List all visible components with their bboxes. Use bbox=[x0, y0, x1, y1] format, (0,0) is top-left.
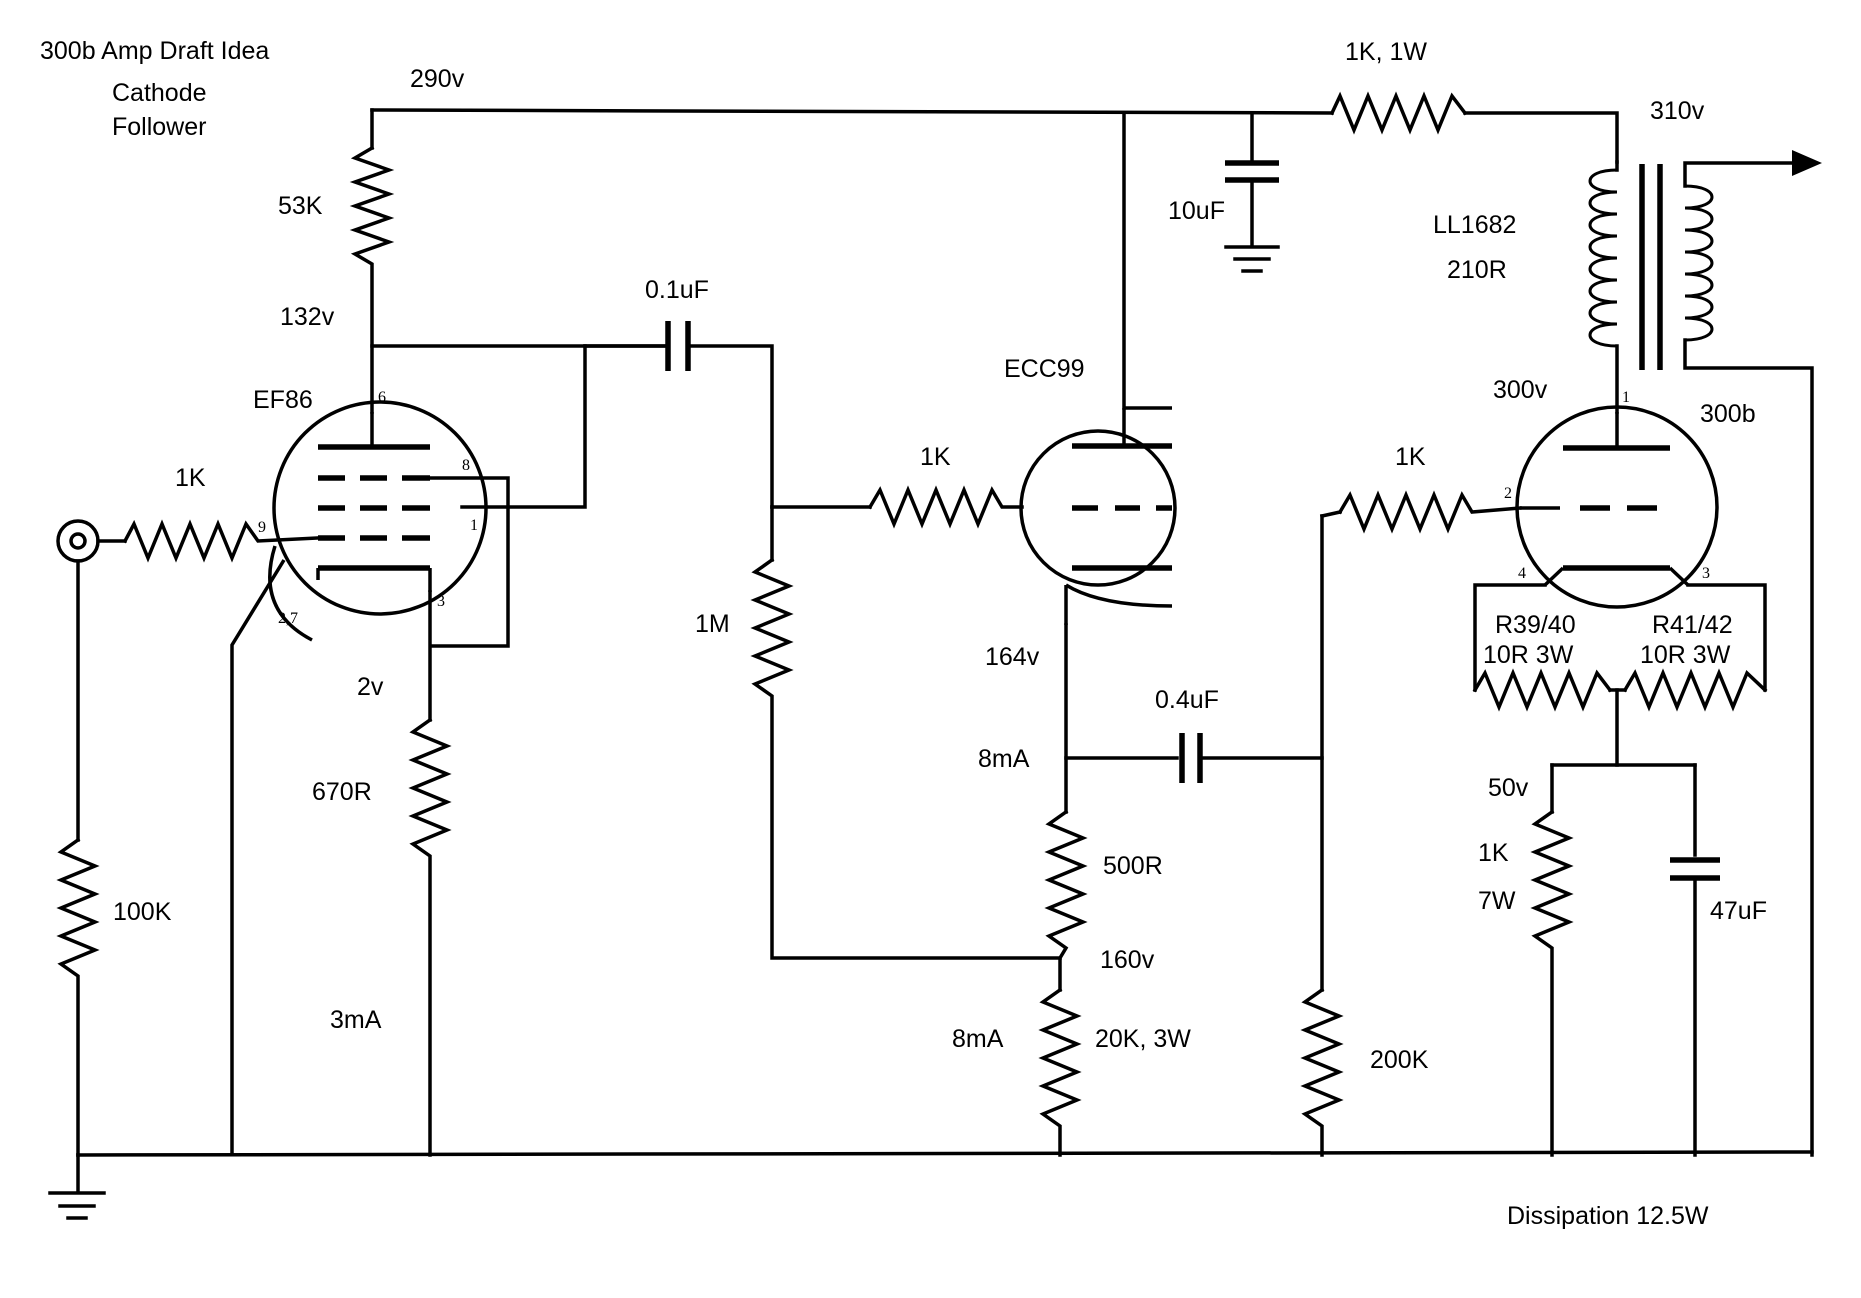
resistor-1k-1w-label: 1K, 1W bbox=[1345, 38, 1427, 66]
transformer-resistance-label: 210R bbox=[1447, 256, 1507, 284]
capacitor-10uf bbox=[1225, 113, 1279, 246]
current-8ma-lower: 8mA bbox=[952, 1025, 1004, 1053]
transformer-name-label: LL1682 bbox=[1433, 211, 1516, 239]
resistor-1m-label: 1M bbox=[695, 610, 730, 638]
ef86-shield bbox=[268, 545, 313, 642]
resistor-1k-ecc99 bbox=[867, 485, 1024, 529]
tube-ef86-label: EF86 bbox=[253, 386, 313, 414]
ef86-pin-3: 3 bbox=[437, 593, 445, 610]
output-transformer bbox=[1588, 160, 1814, 1157]
resistor-r39-40-value: 10R 3W bbox=[1483, 641, 1574, 669]
ef86-pin-8: 8 bbox=[462, 457, 470, 474]
t300b-pin-3: 3 bbox=[1702, 565, 1710, 582]
current-8ma-upper: 8mA bbox=[978, 745, 1030, 773]
voltage-50v: 50v bbox=[1488, 774, 1529, 802]
title-line-2: Cathode bbox=[112, 79, 207, 107]
t300b-pin-2: 2 bbox=[1504, 485, 1512, 502]
resistor-1k-300b bbox=[1337, 490, 1522, 534]
voltage-290v: 290v bbox=[410, 65, 465, 93]
resistor-1k-ecc99-label: 1K bbox=[920, 443, 951, 471]
ground-icon-filter bbox=[1224, 245, 1280, 273]
resistor-100k-label: 100K bbox=[113, 898, 172, 926]
resistor-1k-300b-label: 1K bbox=[1395, 443, 1426, 471]
ef86-pin-1: 1 bbox=[470, 517, 478, 534]
resistor-r39-40 bbox=[1472, 668, 1613, 712]
resistor-20k-label: 20K, 3W bbox=[1095, 1025, 1191, 1053]
resistor-1m bbox=[750, 557, 1062, 960]
voltage-164v: 164v bbox=[985, 643, 1040, 671]
resistor-1k-7w bbox=[1530, 809, 1574, 1157]
resistor-500r-label: 500R bbox=[1103, 852, 1163, 880]
voltage-2v: 2v bbox=[357, 673, 384, 701]
resistor-1k-input-label: 1K bbox=[175, 464, 206, 492]
b-plus-rail bbox=[370, 108, 1619, 164]
resistor-1k-7w-rating: 7W bbox=[1478, 887, 1516, 915]
resistor-53k bbox=[349, 145, 395, 414]
capacitor-0-4uf bbox=[1064, 733, 1324, 783]
resistor-r41-42-value: 10R 3W bbox=[1640, 641, 1731, 669]
resistor-53k-label: 53K bbox=[278, 192, 323, 220]
resistor-200k-label: 200K bbox=[1370, 1046, 1429, 1074]
output-arrow-icon bbox=[1792, 150, 1822, 176]
resistor-100k bbox=[56, 837, 100, 1157]
capacitor-10uf-label: 10uF bbox=[1168, 197, 1225, 225]
ef86-pin-6: 6 bbox=[378, 389, 386, 406]
ef86-pin-9: 9 bbox=[258, 519, 266, 536]
resistor-1k-7w-value: 1K bbox=[1478, 839, 1509, 867]
t300b-envelope bbox=[1515, 405, 1719, 609]
voltage-300v: 300v bbox=[1493, 376, 1548, 404]
tube-300b-label: 300b bbox=[1700, 400, 1756, 428]
input-jack-icon[interactable] bbox=[56, 519, 100, 563]
resistor-1k-input bbox=[122, 519, 320, 563]
t300b-pin-4: 4 bbox=[1518, 565, 1526, 582]
capacitor-0-1uf bbox=[583, 321, 774, 509]
ef86-envelope bbox=[272, 400, 488, 616]
resistor-200k bbox=[1300, 987, 1344, 1157]
resistor-500r bbox=[1044, 809, 1088, 992]
resistor-670r-label: 670R bbox=[312, 778, 372, 806]
resistor-r41-42 bbox=[1622, 668, 1768, 712]
resistor-20k bbox=[1038, 987, 1082, 1157]
ground-icon-main bbox=[48, 1191, 106, 1220]
ef86-pin-27: 2,7 bbox=[278, 610, 298, 627]
ground-rail bbox=[76, 1150, 1814, 1157]
current-3ma: 3mA bbox=[330, 1006, 382, 1034]
capacitor-47uf bbox=[1670, 763, 1720, 1157]
resistor-670r bbox=[408, 717, 452, 1157]
resistor-1k-1w bbox=[1329, 91, 1468, 135]
capacitor-47uf-label: 47uF bbox=[1710, 897, 1767, 925]
transformer-primary-coil bbox=[1588, 168, 1618, 348]
title-line-3: Follower bbox=[112, 113, 206, 141]
input-jack-center bbox=[69, 532, 87, 550]
ecc99-envelope bbox=[1019, 429, 1177, 587]
title-line-1: 300b Amp Draft Idea bbox=[40, 37, 269, 65]
transformer-secondary-coil bbox=[1684, 184, 1714, 342]
t300b-pin-1: 1 bbox=[1622, 389, 1630, 406]
resistor-r39-40-name: R39/40 bbox=[1495, 611, 1576, 639]
capacitor-0-4uf-label: 0.4uF bbox=[1155, 686, 1219, 714]
voltage-160v: 160v bbox=[1100, 946, 1155, 974]
resistor-r41-42-name: R41/42 bbox=[1652, 611, 1733, 639]
voltage-310v: 310v bbox=[1650, 97, 1705, 125]
ef86-screen-wire bbox=[460, 344, 587, 509]
capacitor-0-1uf-label: 0.1uF bbox=[645, 276, 709, 304]
tube-ecc99-label: ECC99 bbox=[1004, 355, 1085, 383]
voltage-132v: 132v bbox=[280, 303, 335, 331]
dissipation-note: Dissipation 12.5W bbox=[1507, 1202, 1709, 1230]
